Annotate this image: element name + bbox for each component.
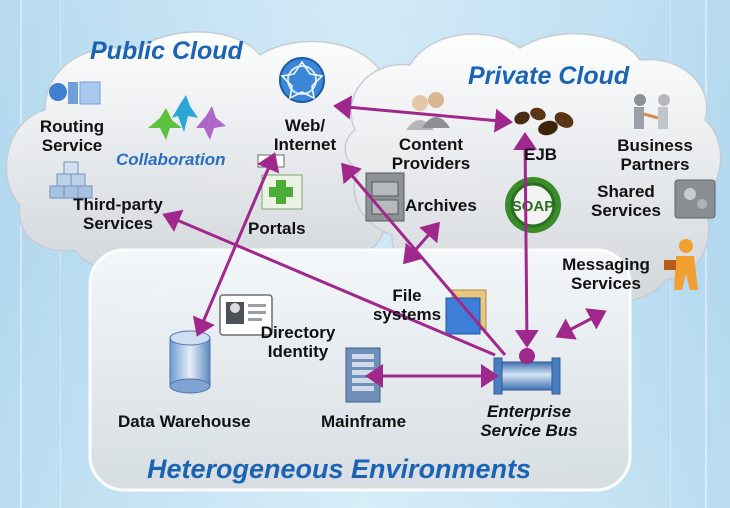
business-partners-label: Business Partners (617, 136, 693, 174)
messaging-services-label: Messaging Services (562, 255, 650, 293)
third-party-label: Third-party Services (73, 195, 163, 233)
shared-services-icon (674, 179, 716, 219)
ejb-label: EJB (524, 145, 558, 164)
archives-icon (365, 172, 405, 222)
heterogeneous-title: Heterogeneous Environments (147, 454, 532, 484)
routing-service-icon (49, 81, 101, 105)
soap-badge-text: SOAP (512, 198, 555, 215)
arrow-esb-messaging (555, 308, 607, 340)
connection-arrows (162, 95, 607, 388)
public-cloud-title: Public Cloud (90, 37, 243, 65)
file-systems-label: File systems (372, 286, 442, 324)
data-warehouse-label: Data Warehouse (118, 412, 251, 431)
directory-identity-label: Directory Identity (260, 323, 336, 361)
mainframe-label: Mainframe (321, 412, 407, 431)
content-providers-label: Content Providers (391, 135, 471, 173)
portals-label: Portals (248, 219, 306, 238)
arrow-ejb-esb (513, 132, 539, 348)
private-cloud-title: Private Cloud (468, 62, 630, 90)
arrow-web-data-warehouse (192, 152, 280, 337)
messaging-services-icon (664, 239, 698, 290)
web-internet-label: Web/ Internet (273, 116, 337, 154)
esb-label: Enterprise Service Bus (480, 402, 578, 440)
web-globe-icon (279, 57, 325, 103)
collaboration-icon (148, 95, 226, 140)
routing-service-label: Routing Service (39, 117, 105, 155)
business-partners-icon (634, 94, 670, 129)
arrow-archives-file-systems (403, 221, 440, 265)
third-party-services-icon (49, 161, 93, 199)
archives-label: Archives (405, 196, 477, 215)
shared-services-label: Shared Services (591, 182, 661, 220)
ejb-beans-icon (514, 107, 574, 136)
arrow-web-ejb (333, 95, 513, 133)
data-warehouse-icon (169, 330, 211, 394)
collaboration-label: Collaboration (116, 150, 226, 169)
soap-badge-icon: SOAP (505, 177, 561, 233)
